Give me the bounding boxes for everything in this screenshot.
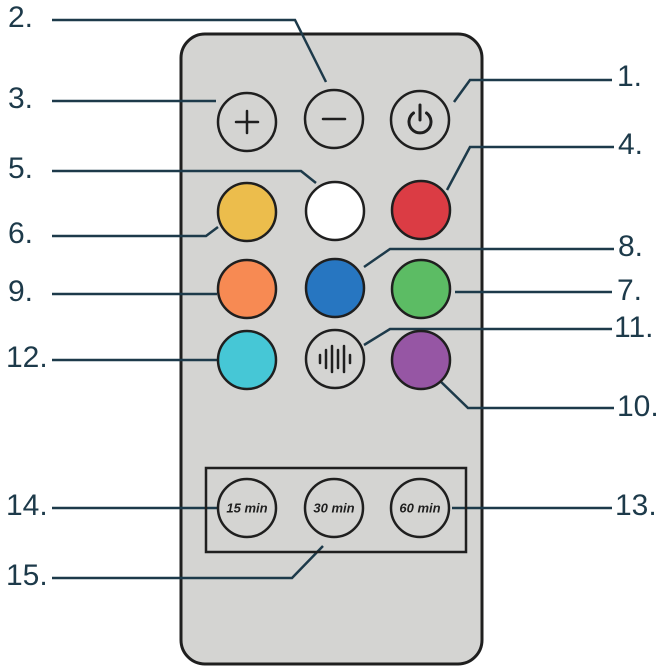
power-button[interactable] [389,89,451,151]
sound-mode-button[interactable] [304,328,366,390]
callout-4: 4. [618,128,644,161]
timer-30-label: 30 min [313,501,354,516]
callout-14: 14. [6,489,48,522]
callout-12: 12. [6,341,48,374]
leader-line-11 [363,327,612,347]
leader-line-10 [435,376,614,410]
yellow-button[interactable] [216,181,278,243]
minus-button[interactable] [303,88,365,150]
callout-5: 5. [8,152,34,185]
green-button[interactable] [390,258,452,320]
blue-button[interactable] [304,257,366,319]
callout-2: 2. [8,1,34,34]
leader-line-1 [452,78,612,103]
red-button[interactable] [390,179,452,241]
leader-line-6 [52,226,219,238]
leader-lines [52,18,614,580]
orange-button[interactable] [216,258,278,320]
callout-10: 10. [617,390,659,423]
timer-15-label: 15 min [226,501,267,516]
timer-panel [204,466,468,554]
white-button[interactable] [304,180,366,242]
leader-line-15 [52,545,324,580]
callout-8: 8. [618,230,644,263]
plus-button[interactable] [216,91,278,153]
power-icon [407,103,433,135]
leader-line-2 [52,18,328,83]
callout-15: 15. [6,559,48,592]
callout-11: 11. [614,311,654,344]
timer-15-button[interactable]: 15 min [216,477,278,539]
callout-13: 13. [615,489,657,522]
leader-line-4 [445,145,614,191]
callout-6: 6. [8,217,34,250]
sound-wave-icon [318,344,352,374]
cyan-button[interactable] [216,329,278,391]
timer-60-button[interactable]: 60 min [389,477,451,539]
callout-1: 1. [617,60,643,93]
timer-60-label: 60 min [399,501,440,516]
leader-line-8 [363,247,614,269]
leader-line-5 [52,169,317,184]
plus-icon [234,109,260,135]
timer-30-button[interactable]: 30 min [303,477,365,539]
callout-9: 9. [8,275,34,308]
callout-7: 7. [617,274,643,307]
purple-button[interactable] [390,329,452,391]
callout-3: 3. [8,82,34,115]
